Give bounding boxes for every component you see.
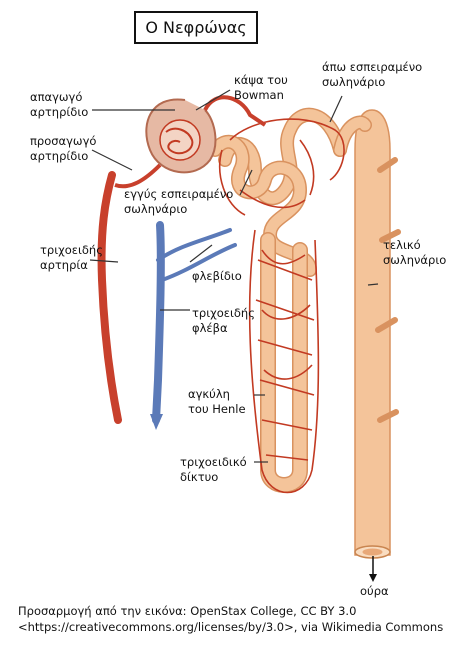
credit-line-2: <https://creativecommons.org/licenses/by… xyxy=(18,620,444,634)
diagram-title: Ο Νεφρώνας xyxy=(134,11,258,44)
image-credit: Προσαρμογή από την εικόνα: OpenStax Coll… xyxy=(18,603,443,635)
label-capillary-vein: τριχοειδής φλέβα xyxy=(192,306,255,335)
urine-arrow xyxy=(369,556,377,582)
label-afferent-arteriole: προσαγωγό αρτηρίδιο xyxy=(30,134,97,163)
distal-tubule xyxy=(218,107,372,206)
bowman-capsule xyxy=(145,98,217,174)
collecting-duct xyxy=(354,109,401,559)
label-capillary-network: τριχοειδικό δίκτυο xyxy=(180,455,247,484)
label-urine: ούρα xyxy=(360,584,389,598)
label-bowman-capsule: κάψα του Bowman xyxy=(234,73,288,102)
capillary-artery xyxy=(97,171,122,424)
label-venule: φλεβίδιο xyxy=(192,269,242,283)
label-loop-of-henle: αγκύλη του Henle xyxy=(188,387,246,416)
label-collecting-duct: τελικό σωληνάριο xyxy=(383,238,447,267)
label-capillary-artery: τριχοειδής αρτηρία xyxy=(40,243,103,272)
arterioles xyxy=(114,95,267,189)
loop-of-henle xyxy=(260,232,308,493)
label-efferent-arteriole: απαγωγό αρτηρίδιο xyxy=(30,90,89,119)
nephron-illustration xyxy=(89,89,401,582)
capillary-network xyxy=(218,118,345,494)
credit-line-1: Προσαρμογή από την εικόνα: OpenStax Coll… xyxy=(18,604,357,618)
leader-lines xyxy=(89,89,379,463)
label-proximal-tubule: εγγύς εσπειραμένο σωληνάριο xyxy=(124,187,234,216)
label-distal-tubule: άπω εσπειραμένο σωληνάριο xyxy=(322,60,423,89)
capillary-vein xyxy=(150,221,237,430)
